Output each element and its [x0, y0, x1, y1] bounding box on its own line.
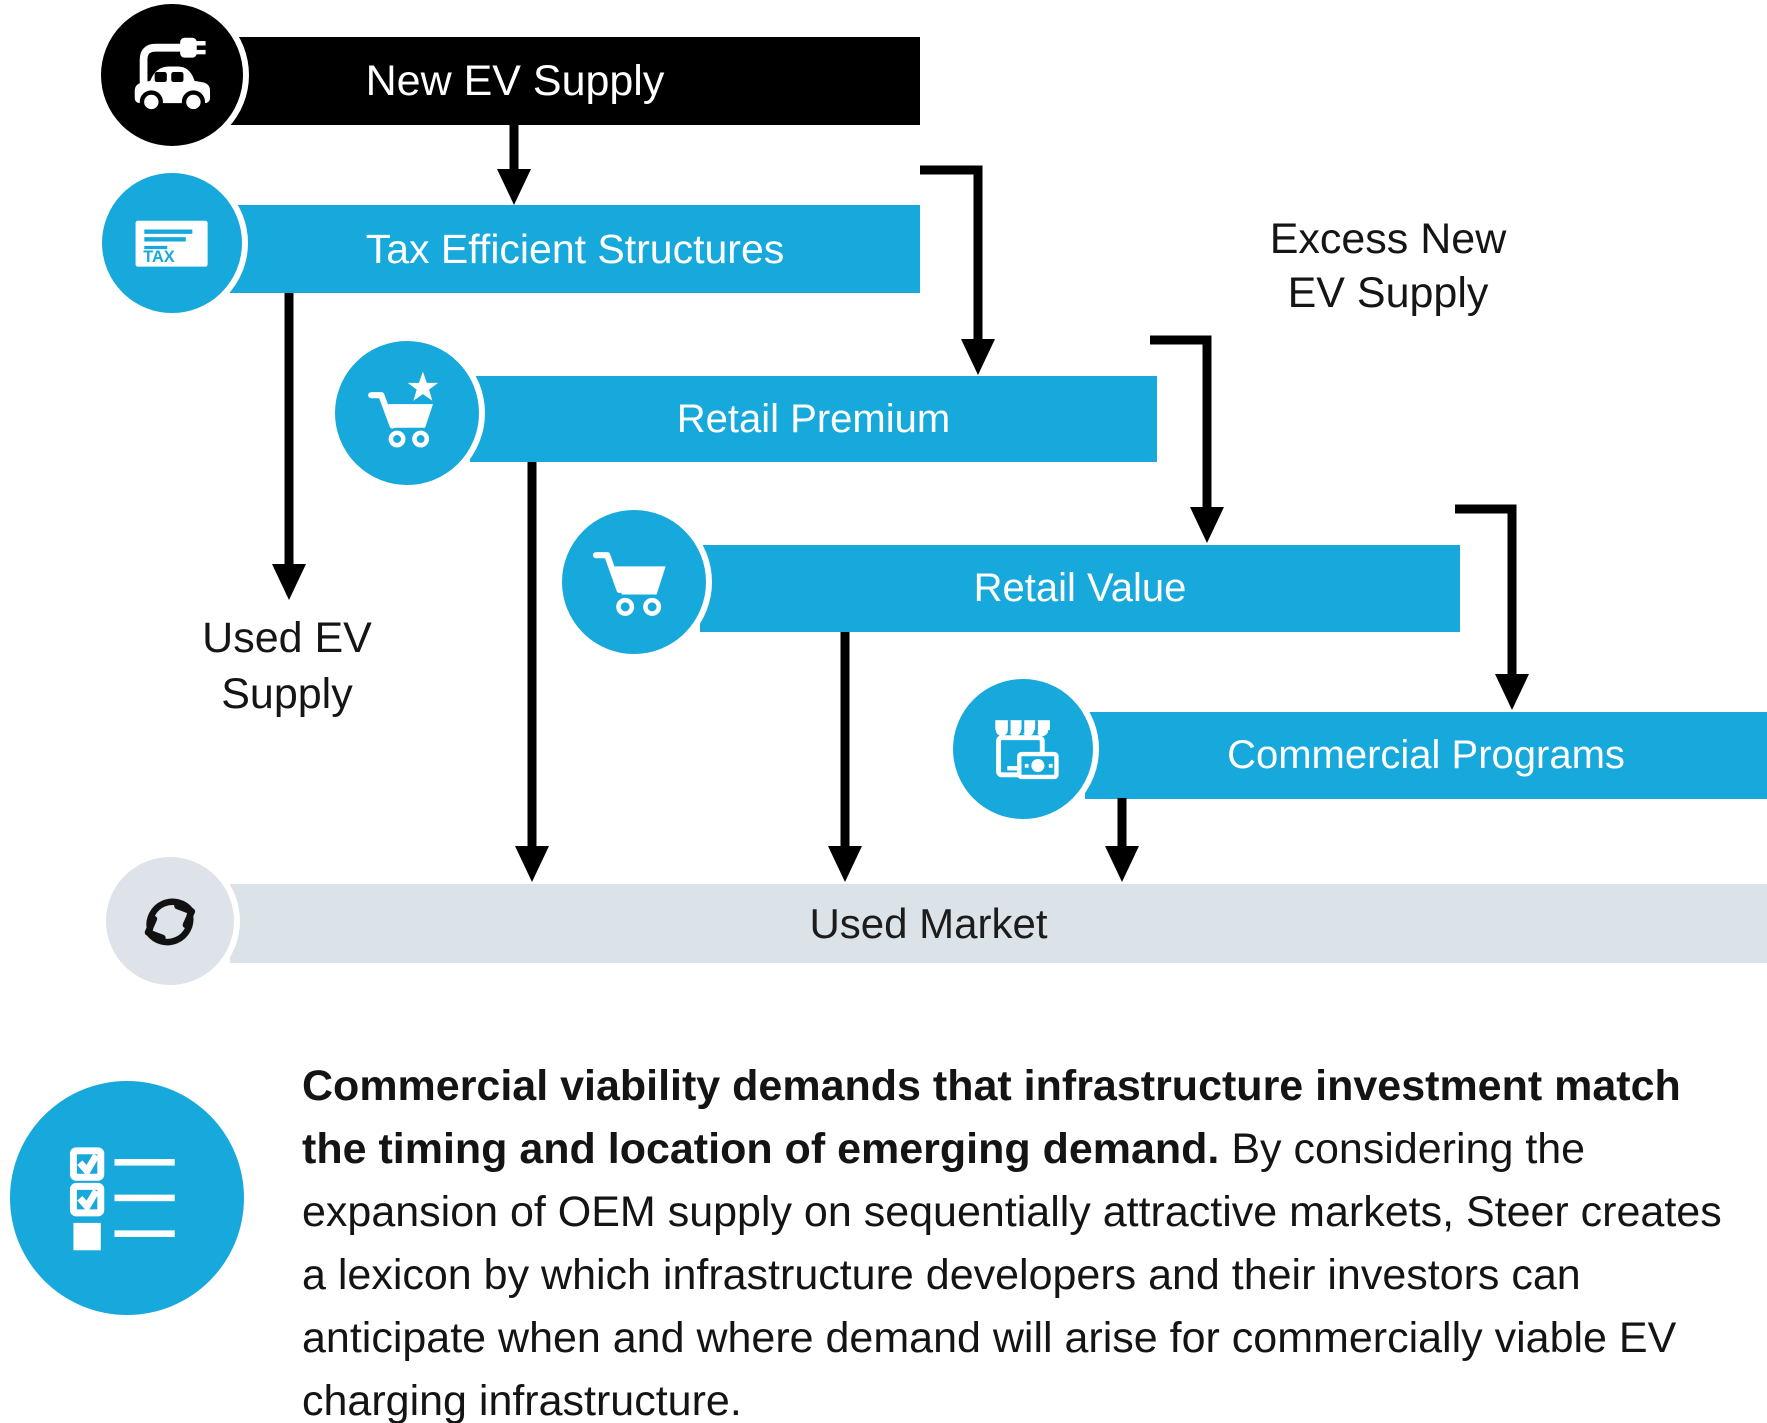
storefront-payment-icon [995, 720, 1060, 780]
arrowhead [497, 169, 531, 205]
checklist-badge [10, 1081, 244, 1315]
arrowhead [961, 339, 995, 375]
cart-star-icon [367, 371, 438, 448]
arrowhead [828, 846, 862, 882]
ev-car-plug-icon [134, 37, 210, 114]
used-ev-label-line1: Used EV [202, 614, 372, 662]
commercial-programs-badge [947, 673, 1099, 825]
bar-tax-efficient-structures-label: Tax Efficient Structures [365, 225, 785, 272]
bar-retail-value: Retail Value [700, 545, 1460, 632]
excess-label-line2: EV Supply [1287, 269, 1489, 317]
arrowhead [1190, 507, 1224, 543]
bar-retail-premium: Retail Premium [470, 376, 1157, 462]
new-ev-supply-badge [95, 0, 249, 152]
arrowhead [1495, 674, 1529, 710]
bar-commercial-programs: Commercial Programs [1085, 712, 1767, 799]
bar-retail-value-label: Retail Value [973, 566, 1187, 610]
retail-premium-badge [329, 335, 485, 491]
arrowhead [272, 564, 306, 600]
caption-bold-text: Commercial viability demands that infras… [302, 1062, 1681, 1173]
tax-icon-text: TAX [144, 249, 176, 267]
bar-used-market: Used Market [230, 884, 1767, 963]
bar-commercial-programs-label: Commercial Programs [1227, 733, 1625, 777]
excess-label-line1: Excess New [1269, 215, 1507, 263]
cart-icon [592, 551, 666, 616]
excess-new-ev-supply-label: Excess New EV Supply [1168, 212, 1608, 320]
used-market-badge [100, 851, 240, 991]
arrowhead [1105, 846, 1139, 882]
bar-used-market-label: Used Market [809, 899, 1048, 947]
tax-document-icon: TAX [135, 221, 209, 268]
bar-retail-premium-label: Retail Premium [676, 396, 951, 441]
elbow-excess-to-retail-value [1150, 335, 1212, 509]
refresh-cycle-icon [144, 898, 196, 946]
used-ev-supply-label: Used EV Supply [112, 610, 462, 722]
tax-structures-badge: TAX [96, 167, 248, 319]
bar-new-ev-supply: New EV Supply [230, 37, 920, 125]
checklist-icon [69, 1147, 175, 1251]
elbow-excess-to-retail-premium [920, 165, 983, 341]
used-ev-label-line2: Supply [221, 670, 353, 718]
elbow-excess-to-commercial [1455, 504, 1517, 676]
caption-paragraph: Commercial viability demands that infras… [302, 1055, 1740, 1423]
retail-value-badge [556, 504, 712, 660]
bar-new-ev-supply-label: New EV Supply [365, 56, 665, 105]
arrowhead [515, 846, 549, 882]
bar-tax-efficient-structures: Tax Efficient Structures [230, 205, 920, 293]
caption-regular-text: By considering the expansion of OEM supp… [302, 1125, 1722, 1423]
